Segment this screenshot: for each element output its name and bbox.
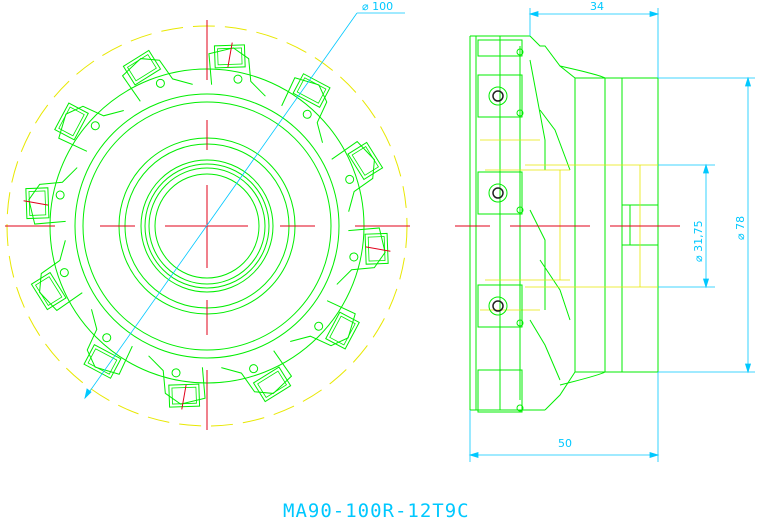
insert-pocket bbox=[221, 350, 293, 403]
insert-pocket bbox=[208, 42, 266, 97]
insert-pocket bbox=[281, 73, 331, 143]
insert-pocket bbox=[290, 300, 360, 350]
side-insert bbox=[477, 74, 524, 118]
drawing-title: MA90-100R-12T9C bbox=[283, 500, 470, 522]
dim-50-label: 50 bbox=[558, 437, 572, 450]
dim-34-label: 34 bbox=[590, 0, 604, 13]
side-outline bbox=[469, 35, 659, 411]
insert-pocket bbox=[23, 167, 78, 225]
dim-31-75 bbox=[658, 163, 715, 289]
side-insert bbox=[477, 39, 524, 57]
insert-pocket bbox=[148, 355, 206, 410]
side-insert bbox=[477, 369, 524, 413]
insert-pocket bbox=[30, 240, 83, 312]
insert-pocket bbox=[83, 309, 133, 379]
bore-ring-1 bbox=[140, 159, 274, 293]
insert-pocket bbox=[331, 140, 384, 212]
bore-ring-4 bbox=[154, 173, 260, 279]
dim-34 bbox=[528, 8, 660, 78]
front-view: ⌀ 100 bbox=[5, 0, 410, 430]
dim-31-75-label: ⌀ 31,75 bbox=[692, 220, 705, 262]
body-ring-2 bbox=[82, 101, 332, 351]
bore-ring-2 bbox=[144, 163, 270, 289]
side-insert bbox=[477, 284, 524, 328]
side-inserts-group bbox=[477, 39, 524, 413]
dim-50 bbox=[468, 372, 660, 462]
side-insert bbox=[477, 171, 524, 215]
side-view: 34 ⌀ 78 ⌀ 31,75 50 bbox=[455, 0, 755, 462]
inserts-group bbox=[23, 42, 391, 410]
dim-78-label: ⌀ 78 bbox=[734, 216, 747, 240]
front-centerlines bbox=[5, 20, 410, 430]
insert-pocket bbox=[54, 102, 124, 152]
insert-pocket bbox=[336, 227, 391, 285]
body-ring-1 bbox=[74, 93, 340, 359]
diameter-100-label: ⌀ 100 bbox=[362, 0, 393, 13]
bore-ring-3 bbox=[148, 167, 266, 285]
diameter-100-dimension bbox=[84, 12, 405, 400]
dim-78 bbox=[658, 76, 755, 374]
insert-pocket bbox=[121, 49, 193, 102]
